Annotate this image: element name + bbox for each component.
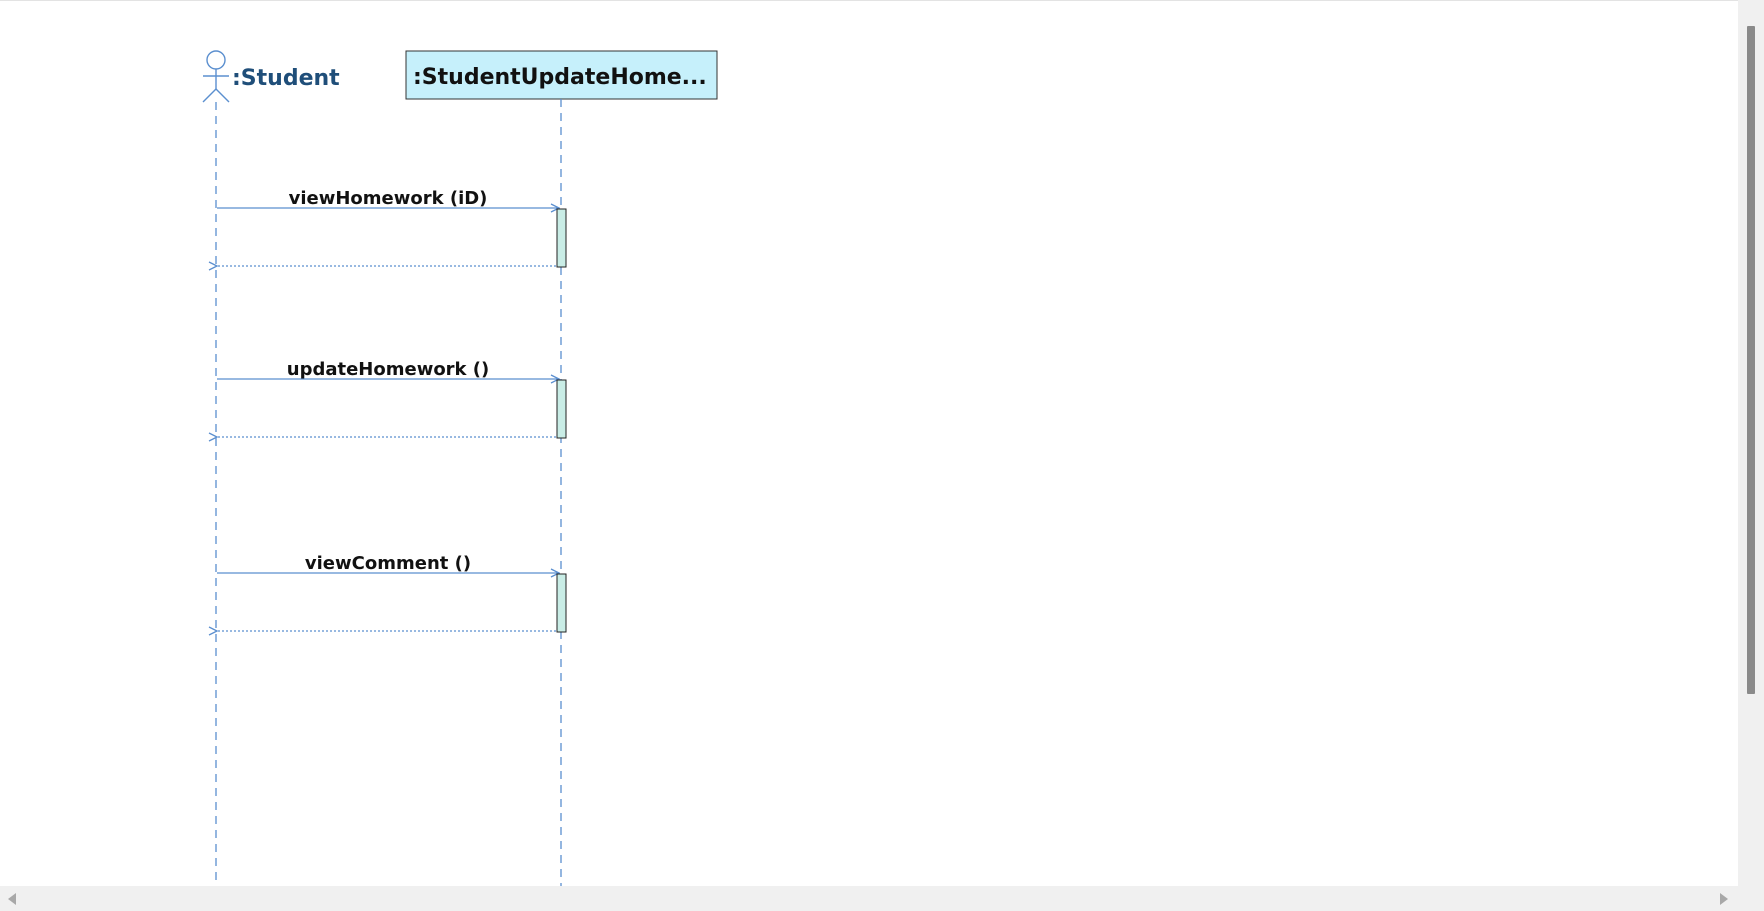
- scroll-right-arrow-icon[interactable]: [1720, 893, 1728, 905]
- actor-student[interactable]: :Student: [202, 50, 340, 103]
- message-view-homework[interactable]: viewHomework (iD): [217, 188, 567, 268]
- activation-bar: [556, 573, 567, 633]
- diagram-canvas: :Student :StudentUpdateHome... viewHomew…: [0, 0, 1738, 887]
- actor-student-label: :Student: [232, 66, 340, 91]
- horizontal-scrollbar[interactable]: [0, 886, 1764, 911]
- actor-icon: [202, 50, 230, 103]
- scroll-left-arrow-icon[interactable]: [8, 893, 16, 905]
- activation-bar: [556, 379, 567, 439]
- message-update-homework[interactable]: updateHomework (): [217, 359, 567, 439]
- vertical-scrollbar-thumb[interactable]: [1747, 26, 1755, 694]
- activation-bar: [556, 208, 567, 268]
- message-label: updateHomework (): [287, 359, 490, 380]
- object-label: :StudentUpdateHome...: [413, 65, 707, 90]
- object-box: [405, 50, 718, 100]
- message-label: viewComment (): [305, 553, 471, 574]
- message-label: viewHomework (iD): [289, 188, 488, 209]
- message-view-comment[interactable]: viewComment (): [217, 553, 567, 633]
- object-student-update-homework[interactable]: :StudentUpdateHome...: [405, 50, 718, 100]
- vertical-scrollbar[interactable]: [1738, 0, 1764, 886]
